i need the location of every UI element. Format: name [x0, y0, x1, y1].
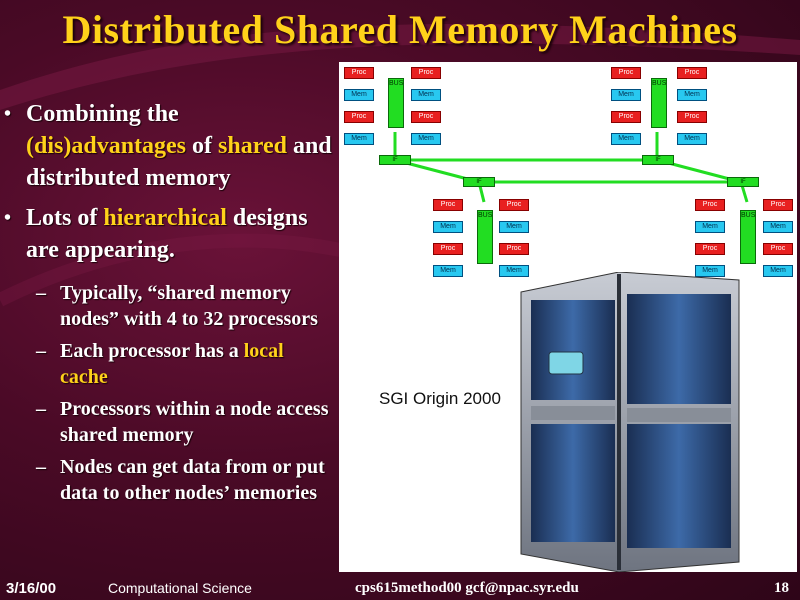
bus-bar: BUS	[740, 210, 756, 264]
router-box: IF	[642, 155, 674, 165]
proc-box: Proc	[344, 111, 374, 123]
proc-box: Proc	[763, 243, 793, 255]
sub-bullet-marker: –	[36, 398, 46, 420]
mem-box: Mem	[499, 265, 529, 277]
proc-box: Proc	[677, 111, 707, 123]
sub-bullet-marker: –	[36, 340, 46, 362]
mem-box: Mem	[611, 133, 641, 145]
mem-box: Mem	[763, 265, 793, 277]
proc-box: Proc	[611, 111, 641, 123]
mem-box: Mem	[499, 221, 529, 233]
bullet-item: • Combining the (dis)advantages of share…	[4, 98, 334, 194]
sub-bullet-marker: –	[36, 282, 46, 304]
mem-box: Mem	[344, 133, 374, 145]
footer-course: Computational Science	[108, 580, 252, 596]
sub-bullet-marker: –	[36, 456, 46, 478]
bus-bar: BUS	[388, 78, 404, 128]
proc-box: Proc	[433, 199, 463, 211]
mem-box: Mem	[433, 265, 463, 277]
proc-box: Proc	[695, 243, 725, 255]
photo-caption: SGI Origin 2000	[379, 389, 501, 408]
sub-bullet-item: – Typically, “shared memory nodes” with …	[36, 282, 318, 330]
mem-box: Mem	[344, 89, 374, 101]
proc-box: Proc	[499, 243, 529, 255]
mem-box: Mem	[695, 221, 725, 233]
router-box: IF	[379, 155, 411, 165]
bus-bar: BUS	[651, 78, 667, 128]
proc-box: Proc	[677, 67, 707, 79]
mem-box: Mem	[611, 89, 641, 101]
proc-box: Proc	[411, 67, 441, 79]
footer-date: 3/16/00	[6, 580, 57, 597]
sub-bullet-item: – Processors within a node access shared…	[36, 398, 329, 446]
proc-box: Proc	[763, 199, 793, 211]
bullet-marker: •	[4, 103, 12, 125]
proc-box: Proc	[499, 199, 529, 211]
bullet-marker: •	[4, 207, 12, 229]
slide-title: Distributed Shared Memory Machines	[62, 7, 738, 52]
mem-box: Mem	[411, 133, 441, 145]
mem-box: Mem	[433, 221, 463, 233]
bus-bar: BUS	[477, 210, 493, 264]
sgi-origin-photo	[520, 272, 740, 572]
bullet-list: • Combining the (dis)advantages of share…	[4, 98, 334, 512]
sub-bullet-item: – Nodes can get data from or put data to…	[36, 456, 325, 504]
mem-box: Mem	[677, 89, 707, 101]
proc-box: Proc	[695, 199, 725, 211]
proc-box: Proc	[611, 67, 641, 79]
proc-box: Proc	[433, 243, 463, 255]
mem-box: Mem	[677, 133, 707, 145]
sub-bullet-item: – Each processor has a local cache	[36, 340, 284, 388]
footer-reference: cps615method00 gcf@npac.syr.edu	[355, 580, 579, 596]
bullet-item: • Lots of hierarchical designs are appea…	[4, 202, 334, 266]
page-number: 18	[774, 580, 789, 596]
mem-box: Mem	[763, 221, 793, 233]
sub-bullet-list: – Typically, “shared memory nodes” with …	[4, 280, 334, 506]
mem-box: Mem	[695, 265, 725, 277]
proc-box: Proc	[344, 67, 374, 79]
figure-panel: Proc Proc Mem Mem Proc Proc Mem Mem BUS …	[339, 62, 797, 572]
router-box: IF	[463, 177, 495, 187]
proc-box: Proc	[411, 111, 441, 123]
router-box: IF	[727, 177, 759, 187]
mem-box: Mem	[411, 89, 441, 101]
